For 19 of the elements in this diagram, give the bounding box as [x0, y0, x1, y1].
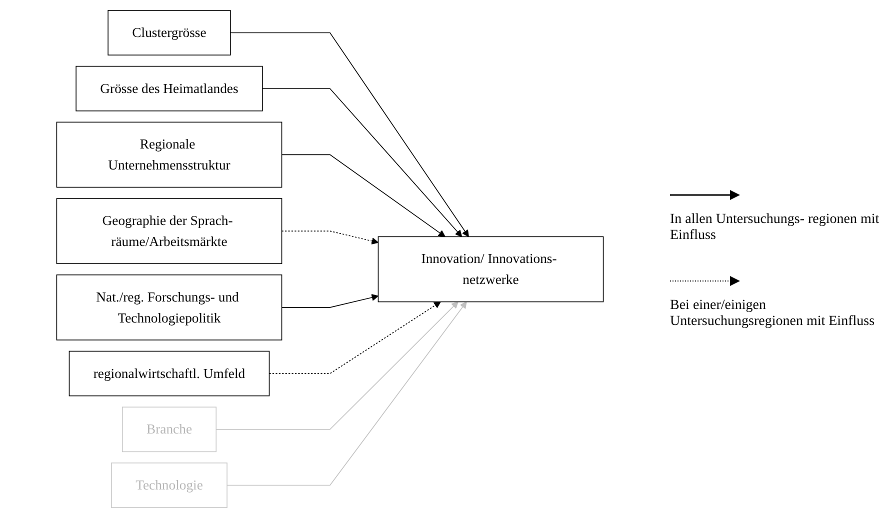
- legend-text: Bei einer/einigen Untersuchungsregionen mit Einfluss: [670, 298, 876, 330]
- arrow: [281, 230, 379, 244]
- node-box: Clustergrösse: [108, 10, 231, 55]
- arrow: [230, 32, 469, 237]
- legend-text: In allen Untersuchungs- regionen mit Einfluss: [670, 212, 880, 244]
- node-box: Geographie der Sprach- räume/Arbeitsmärkte: [56, 198, 282, 264]
- arrow: [226, 300, 467, 486]
- node-box: Innovation/ Innovations- netzwerke: [378, 236, 604, 302]
- arrow: [216, 300, 458, 430]
- node-box: Branche: [122, 406, 217, 452]
- node-box: Grösse des Heimatlandes: [76, 65, 263, 111]
- node-box: regionalwirtschaftl. Umfeld: [68, 350, 270, 396]
- node-box: Nat./reg. Forschungs- und Technologiepolitik: [56, 274, 282, 340]
- arrow: [281, 294, 379, 308]
- arrow: [281, 154, 446, 237]
- node-box: Technologie: [111, 462, 228, 508]
- arrow: [262, 88, 462, 237]
- node-box: Regionale Unternehmensstruktur: [56, 121, 282, 188]
- arrow: [268, 300, 441, 374]
